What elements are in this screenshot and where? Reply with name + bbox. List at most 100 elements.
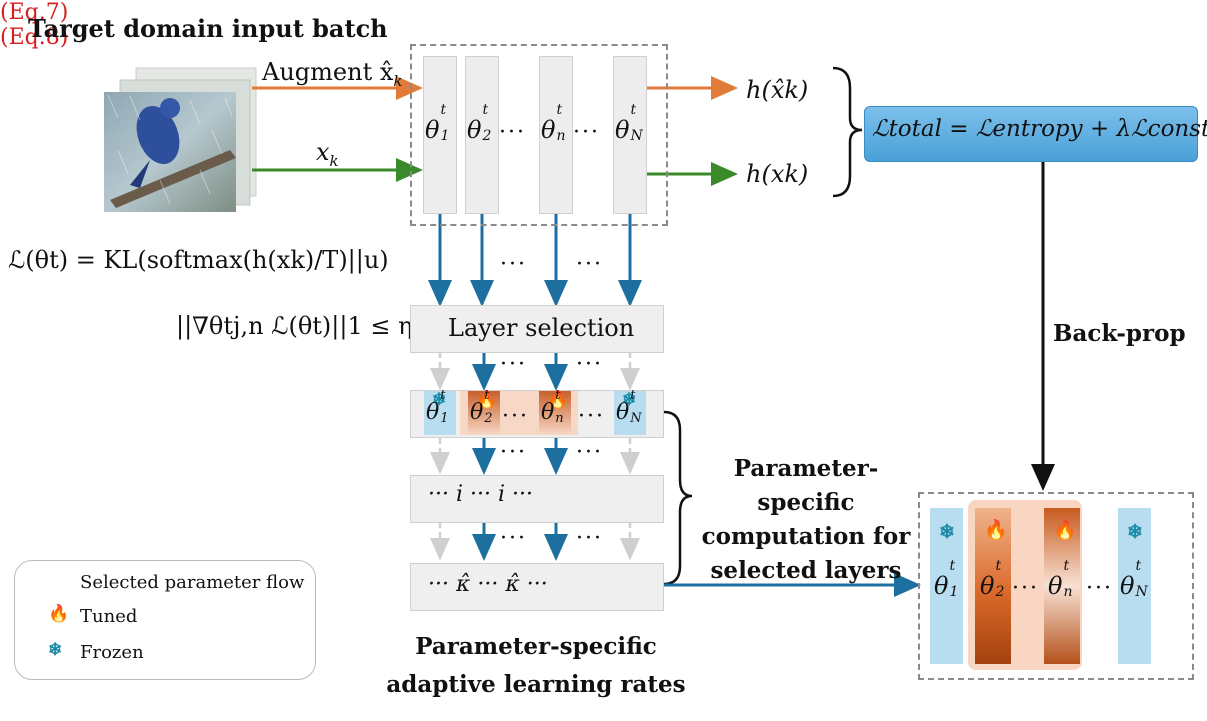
legend-flow-label: Selected parameter flow bbox=[80, 572, 305, 593]
ellipsis: ··· bbox=[502, 404, 529, 429]
theta-symbol: θ bbox=[934, 572, 949, 600]
ellipsis: ··· bbox=[576, 526, 603, 551]
total-loss-formula: ℒtotal = ℒentropy + λℒconst bbox=[872, 116, 1207, 142]
ellipsis: ··· bbox=[576, 352, 603, 377]
learning-rate-row: ··· κ̂ ··· κ̂ ··· bbox=[428, 572, 548, 597]
theta-sub: n bbox=[556, 128, 566, 144]
snowflake-icon: ❄ bbox=[432, 390, 447, 410]
augment-label: Augment x̂k bbox=[262, 58, 402, 90]
param-computation-label: Parameter-specific computation for selec… bbox=[686, 452, 926, 588]
theta-sup: t bbox=[555, 388, 561, 403]
ellipsis: ··· bbox=[573, 120, 600, 145]
ellipsis: ··· bbox=[576, 440, 603, 465]
theta-symbol: θ bbox=[980, 572, 995, 600]
snowflake-icon: ❄ bbox=[622, 390, 637, 410]
x-subscript: k bbox=[329, 151, 339, 170]
final-tuned-layer-2 bbox=[975, 508, 1011, 664]
adaptive-lr-label: Parameter-specific adaptive learning rat… bbox=[386, 628, 686, 704]
importance-row: ··· i ··· i ··· bbox=[428, 482, 533, 507]
theta-sub: N bbox=[630, 128, 643, 144]
theta-sub: n bbox=[555, 411, 564, 426]
legend-box bbox=[14, 560, 316, 680]
final-frozen-layer-1 bbox=[930, 508, 963, 664]
kl-loss-equation: ℒ(θt) = KL(softmax(h(xk)/T)||u) bbox=[8, 246, 389, 274]
theta-sub: 2 bbox=[484, 411, 493, 426]
theta-symbol: θ bbox=[541, 116, 556, 144]
theta-symbol: θ bbox=[1120, 572, 1135, 600]
theta-sup: t bbox=[630, 102, 637, 118]
augment-text: Augment x̂ bbox=[262, 58, 394, 86]
theta-sub: 1 bbox=[949, 584, 959, 600]
theta-symbol: θ bbox=[615, 116, 630, 144]
theta-sup: t bbox=[949, 558, 956, 574]
input-image-stack bbox=[104, 67, 257, 212]
theta-sup: t bbox=[440, 102, 447, 118]
layer-selection-label: Layer selection bbox=[448, 314, 635, 342]
frozen-layer-N bbox=[614, 391, 646, 435]
theta-sup: t bbox=[995, 558, 1002, 574]
output-h-original: h(xk) bbox=[746, 160, 809, 188]
ellipsis: ··· bbox=[500, 352, 527, 377]
param-computation-line: computation for bbox=[701, 523, 911, 550]
theta-sub: 2 bbox=[482, 128, 492, 144]
gradient-threshold-equation: ||∇θtj,n ℒ(θt)||1 ≤ η bbox=[176, 312, 413, 340]
ellipsis: ··· bbox=[576, 252, 603, 277]
ellipsis: ··· bbox=[1086, 576, 1113, 601]
layer-column-N bbox=[613, 56, 647, 214]
legend-tuned-label: Tuned bbox=[80, 606, 138, 627]
eq7-row bbox=[410, 475, 664, 523]
theta-sup: t bbox=[1063, 558, 1070, 574]
theta-sub: N bbox=[1135, 584, 1148, 600]
eq7-label: (Eq.7) bbox=[0, 0, 69, 25]
snowflake-icon: ❄ bbox=[939, 521, 955, 543]
snowflake-icon: ❄ bbox=[1127, 521, 1143, 543]
theta-symbol: θ bbox=[426, 400, 440, 425]
ellipsis: ··· bbox=[500, 526, 527, 551]
theta-symbol: θ bbox=[1048, 572, 1063, 600]
ellipsis: ··· bbox=[578, 404, 605, 429]
augment-subscript: k bbox=[393, 71, 403, 90]
flame-icon: 🔥 bbox=[48, 604, 70, 624]
flame-icon: 🔥 bbox=[547, 390, 569, 410]
input-x-label: xk bbox=[316, 138, 339, 170]
theta-sub: 2 bbox=[995, 584, 1005, 600]
theta-sup: t bbox=[1135, 558, 1142, 574]
total-loss-box bbox=[864, 106, 1198, 162]
eq8-label: (Eq.8) bbox=[0, 25, 69, 50]
flame-icon: 🔥 bbox=[1053, 519, 1077, 541]
tuned-layer-n bbox=[539, 391, 571, 435]
flame-icon: 🔥 bbox=[476, 390, 498, 410]
tuned-layer-2 bbox=[468, 391, 500, 435]
back-prop-label: Back-prop bbox=[1053, 320, 1186, 347]
layer-selection-box bbox=[410, 305, 664, 353]
theta-sub: 1 bbox=[440, 411, 449, 426]
ellipsis: ··· bbox=[500, 252, 527, 277]
adaptive-lr-line: adaptive learning rates bbox=[386, 671, 686, 698]
final-frozen-layer-N bbox=[1118, 508, 1151, 664]
theta-sup: t bbox=[556, 102, 563, 118]
param-computation-line: Parameter-specific bbox=[733, 455, 879, 516]
theta-sup: t bbox=[484, 388, 490, 403]
param-computation-line: selected layers bbox=[710, 557, 902, 584]
frozen-layer-1 bbox=[424, 391, 456, 435]
theta-sup: t bbox=[482, 102, 489, 118]
theta-sup: t bbox=[440, 388, 446, 403]
ellipsis: ··· bbox=[499, 120, 526, 145]
eq8-row bbox=[410, 563, 664, 611]
output-h-augmented: h(x̂k) bbox=[746, 76, 809, 104]
ellipsis: ··· bbox=[1012, 576, 1039, 601]
theta-sub: n bbox=[1063, 584, 1073, 600]
updated-model-box bbox=[918, 492, 1194, 680]
final-tuned-layer-n bbox=[1044, 508, 1080, 664]
